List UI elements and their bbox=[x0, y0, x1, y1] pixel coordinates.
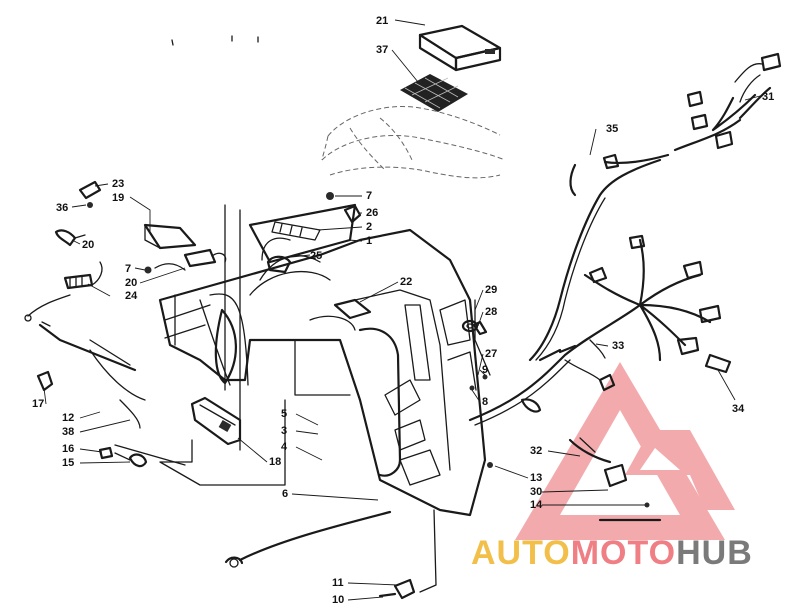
callout-10: 10 bbox=[332, 594, 344, 606]
callout-7-upper: 7 bbox=[366, 190, 372, 202]
callout-5: 5 bbox=[281, 408, 287, 420]
upper-harness bbox=[569, 52, 782, 197]
callout-35: 35 bbox=[606, 123, 618, 135]
callout-26: 26 bbox=[366, 207, 378, 219]
callout-31: 31 bbox=[762, 91, 774, 103]
callout-17: 17 bbox=[32, 398, 44, 410]
callout-19: 19 bbox=[112, 192, 124, 204]
watermark-brand: AUTOMOTOHUB bbox=[471, 534, 753, 572]
callout-24: 24 bbox=[125, 290, 138, 302]
svg-text:AUTOMOTOHUB: AUTOMOTOHUB bbox=[471, 534, 753, 572]
washers bbox=[461, 319, 479, 333]
callout-13: 13 bbox=[530, 472, 542, 484]
ghost-seat bbox=[321, 106, 506, 179]
callout-27: 27 bbox=[485, 348, 497, 360]
callout-32: 32 bbox=[530, 445, 542, 457]
callout-23: 23 bbox=[112, 178, 124, 190]
callout-36: 36 bbox=[56, 202, 68, 214]
callout-22: 22 bbox=[400, 276, 412, 288]
callout-3: 3 bbox=[281, 425, 287, 437]
callout-33: 33 bbox=[612, 340, 624, 352]
leader-lines bbox=[43, 19, 761, 601]
main-harness bbox=[468, 158, 732, 522]
callout-25: 25 bbox=[310, 250, 322, 262]
callout-16: 16 bbox=[62, 443, 74, 455]
callout-38: 38 bbox=[62, 426, 74, 438]
callout-21: 21 bbox=[376, 15, 388, 27]
mesh-pad bbox=[400, 74, 468, 112]
console-body bbox=[158, 203, 487, 517]
top-console-parts bbox=[144, 192, 362, 274]
brand-moto: MOTO bbox=[571, 534, 676, 572]
scan-marks bbox=[171, 35, 259, 46]
left-switch-parts bbox=[24, 180, 148, 468]
callout-7-lower: 7 bbox=[125, 263, 131, 275]
callout-9: 9 bbox=[482, 364, 488, 376]
module-box bbox=[418, 24, 502, 72]
callout-18: 18 bbox=[269, 456, 281, 468]
cable-runs bbox=[114, 204, 650, 600]
callout-8: 8 bbox=[482, 396, 488, 408]
watermark-logo bbox=[515, 362, 735, 540]
upper-left-bracket bbox=[143, 223, 197, 250]
callout-4: 4 bbox=[281, 441, 288, 453]
callout-14: 14 bbox=[530, 499, 543, 511]
callout-12: 12 bbox=[62, 412, 74, 424]
callout-1: 1 bbox=[366, 235, 372, 247]
brand-hub: HUB bbox=[676, 534, 753, 572]
callout-34: 34 bbox=[732, 403, 745, 415]
callout-30: 30 bbox=[530, 486, 542, 498]
callout-29: 29 bbox=[485, 284, 497, 296]
callout-28: 28 bbox=[485, 306, 497, 318]
callout-labels: 21 37 35 31 23 19 36 7 26 2 1 20 25 7 20… bbox=[32, 15, 774, 606]
callout-20-upper: 20 bbox=[82, 239, 94, 251]
brand-auto: AUTO bbox=[471, 534, 571, 572]
callout-2: 2 bbox=[366, 221, 372, 233]
callout-20-lower: 20 bbox=[125, 277, 137, 289]
callout-6: 6 bbox=[282, 488, 288, 500]
callout-11: 11 bbox=[332, 577, 344, 589]
callout-15: 15 bbox=[62, 457, 74, 469]
side-plate bbox=[190, 396, 242, 446]
callout-37: 37 bbox=[376, 44, 388, 56]
center-bracket bbox=[333, 298, 372, 320]
